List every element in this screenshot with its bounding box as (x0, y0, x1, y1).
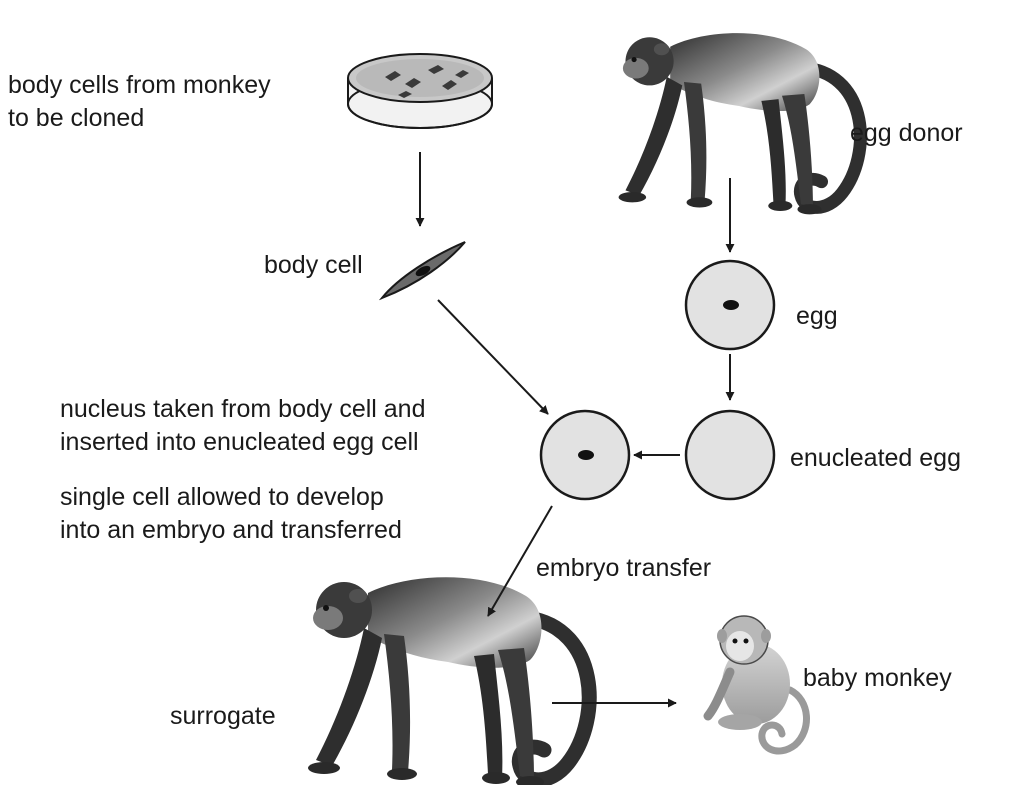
label-surrogate: surrogate (170, 700, 276, 733)
label-body-cell: body cell (264, 249, 363, 282)
label-enucleated-egg: enucleated egg (790, 442, 961, 475)
label-nucleus-inserted: nucleus taken from body cell and inserte… (60, 393, 426, 459)
egg-cell-icon (686, 261, 774, 349)
surrogate-monkey-icon (308, 577, 589, 785)
label-egg: egg (796, 300, 838, 333)
baby-monkey-icon (708, 616, 806, 751)
adult-monkey-icon (619, 33, 861, 214)
label-embryo-transfer: embryo transfer (536, 552, 711, 585)
label-develop-and-transfer: single cell allowed to develop into an e… (60, 481, 402, 547)
label-egg-donor: egg donor (850, 117, 963, 150)
label-body-cells-from-monkey: body cells from monkey to be cloned (8, 69, 271, 135)
arrow-body-cell-to-fusion (438, 300, 548, 414)
reconstructed-egg-icon (541, 411, 629, 499)
body-cell-icon (382, 242, 465, 298)
enucleated-egg-icon (686, 411, 774, 499)
label-baby-monkey: baby monkey (803, 662, 952, 695)
petri-dish-icon (348, 54, 492, 128)
